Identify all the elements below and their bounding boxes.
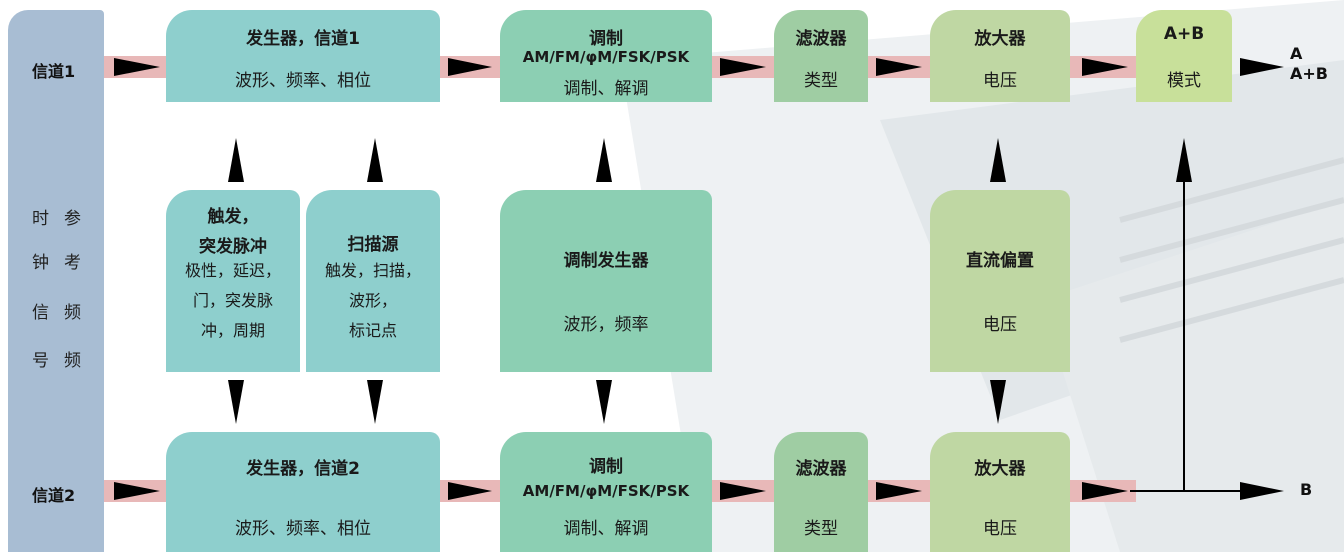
- arrow-right-icon: [720, 58, 766, 76]
- ref-char: 考: [64, 253, 81, 273]
- box-title: 调制: [589, 29, 623, 49]
- box-title: 滤波器: [795, 459, 847, 479]
- channel2-label: 信道2: [32, 486, 76, 505]
- filter1-box: 滤波器 类型: [774, 10, 868, 102]
- generator-channel1-box: 发生器，信道1 波形、频率、相位: [166, 10, 440, 102]
- box-subtitle: 电压: [983, 315, 1017, 335]
- amplifier2-box: 放大器 电压: [930, 432, 1070, 552]
- arrow-right-icon: [448, 482, 492, 500]
- box-title-modes: AM/FM/φM/FSK/PSK: [522, 48, 690, 66]
- arrow-down-icon: [990, 380, 1006, 424]
- box-line: 极性，延迟，: [184, 261, 281, 280]
- box-subtitle: 电压: [983, 519, 1017, 539]
- box-subtitle: 波形、频率、相位: [235, 519, 371, 539]
- modulation1-box: 调制 AM/FM/φM/FSK/PSK 调制、解调: [500, 10, 712, 102]
- box-title: 放大器: [974, 29, 1026, 49]
- arrow-right-icon: [876, 58, 922, 76]
- modulation2-box: 调制 AM/FM/φM/FSK/PSK 调制、解调: [500, 432, 712, 552]
- sweep-source-box: 扫描源 触发，扫描， 波形， 标记点: [306, 190, 440, 372]
- arrow-right-icon: [1240, 482, 1284, 500]
- box-title: 调制发生器: [563, 251, 649, 271]
- box-subtitle: 波形、频率、相位: [235, 71, 371, 91]
- sum-mode-box: A+B 模式: [1136, 10, 1232, 102]
- box-lines: 极性，延迟， 门，突发脉 冲，周期: [166, 256, 300, 346]
- arrow-down-icon: [596, 380, 612, 424]
- box-line: 冲，周期: [200, 321, 265, 340]
- arrow-up-icon: [367, 138, 383, 182]
- arrow-up-icon: [1176, 138, 1192, 182]
- dc-bias-box: 直流偏置 电压: [930, 190, 1070, 372]
- box-subtitle: 电压: [983, 71, 1017, 91]
- box-title: 发生器，信道1: [246, 29, 360, 49]
- box-line: 标记点: [348, 321, 397, 340]
- channel1-label: 信道1: [32, 62, 76, 81]
- box-title: 突发脉冲: [199, 237, 267, 257]
- ref-char: 频: [64, 351, 81, 371]
- box-title: 滤波器: [795, 29, 847, 49]
- box-title-modes: AM/FM/φM/FSK/PSK: [522, 482, 690, 500]
- ref-char: 号: [32, 351, 49, 371]
- arrow-up-icon: [596, 138, 612, 182]
- ref-char: 参: [64, 209, 81, 229]
- reference-clock-bar: [8, 10, 104, 552]
- modulation-generator-box: 调制发生器 波形，频率: [500, 190, 712, 372]
- ref-char: 时: [32, 209, 49, 229]
- output-ab-label: A+B: [1290, 64, 1328, 83]
- amplifier1-box: 放大器 电压: [930, 10, 1070, 102]
- box-title: 扫描源: [347, 235, 399, 255]
- output-b-label: B: [1300, 480, 1313, 499]
- arrow-right-icon: [720, 482, 766, 500]
- box-subtitle: 类型: [804, 71, 838, 91]
- arrow-down-icon: [228, 380, 244, 424]
- arrow-right-icon: [1082, 58, 1128, 76]
- ref-char: 信: [32, 303, 49, 323]
- box-title: 发生器，信道2: [246, 459, 360, 479]
- box-subtitle: 波形，频率: [563, 315, 649, 335]
- box-title: 触发，: [207, 207, 259, 227]
- box-line: 门，突发脉: [192, 291, 273, 310]
- arrow-right-icon: [114, 482, 160, 500]
- arrow-up-icon: [228, 138, 244, 182]
- generator-channel2-box: 发生器，信道2 波形、频率、相位: [166, 432, 440, 552]
- arrow-right-icon: [876, 482, 922, 500]
- box-subtitle: 模式: [1167, 71, 1201, 91]
- arrow-right-icon: [1082, 482, 1128, 500]
- ref-char: 频: [64, 303, 81, 323]
- ref-char: 钟: [32, 253, 49, 273]
- trigger-burst-box: 触发， 突发脉冲 极性，延迟， 门，突发脉 冲，周期: [166, 190, 300, 372]
- arrow-right-icon: [114, 58, 160, 76]
- box-line: 触发，扫描，: [324, 261, 421, 280]
- arrow-right-icon: [1240, 58, 1284, 76]
- box-title: 直流偏置: [966, 251, 1034, 271]
- box-title: 放大器: [974, 459, 1026, 479]
- box-subtitle: 调制、解调: [563, 79, 649, 99]
- box-subtitle: 类型: [804, 519, 838, 539]
- box-subtitle: 调制、解调: [563, 519, 649, 539]
- filter2-box: 滤波器 类型: [774, 432, 868, 552]
- arrow-down-icon: [367, 380, 383, 424]
- arrow-right-icon: [448, 58, 492, 76]
- arrow-up-icon: [990, 138, 1006, 182]
- box-lines: 触发，扫描， 波形， 标记点: [306, 256, 440, 346]
- output-a-label: A: [1290, 44, 1303, 63]
- box-line: 波形，: [348, 291, 397, 310]
- box-title: 调制: [589, 457, 623, 477]
- box-title: A+B: [1163, 24, 1205, 44]
